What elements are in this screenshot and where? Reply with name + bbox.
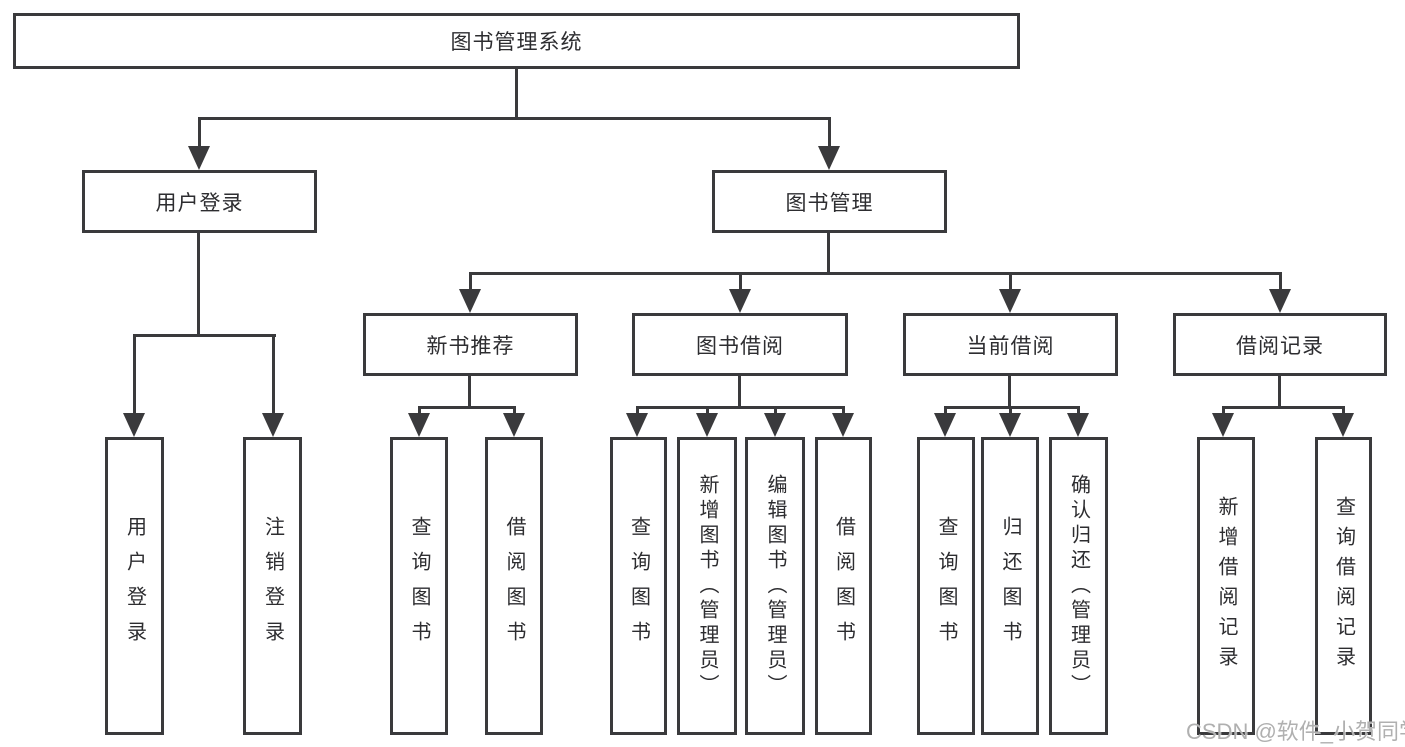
node-new-book-recommend: 新书推荐 [363, 313, 578, 376]
connector-user-login-split [133, 334, 276, 337]
node-library-system-label: 图书管理系统 [450, 31, 583, 54]
arrow-to-new-book-recommend [459, 272, 481, 313]
node-borrow-records-label: 借阅记录 [1236, 334, 1324, 358]
leaf-br-query-borrow-record-label: 查询借阅记录 [1332, 496, 1355, 676]
leaf-br-query-borrow-record: 查询借阅记录 [1315, 437, 1372, 735]
node-current-borrow-label: 当前借阅 [966, 334, 1055, 358]
node-current-borrow: 当前借阅 [903, 313, 1118, 376]
arrow-to-book-management [818, 117, 840, 170]
leaf-bb-add-books-admin-label: 新增图书（管理员） [696, 473, 718, 699]
leaf-bb-query-books: 查询图书 [610, 437, 667, 735]
arrow-to-borrow-records [1269, 272, 1291, 313]
node-borrow-records: 借阅记录 [1173, 313, 1387, 376]
leaf-nb-query-books-label: 查询图书 [408, 516, 430, 656]
connector-borrow-records-stem [1278, 376, 1281, 409]
leaf-cb-confirm-return-admin: 确认归还（管理员） [1049, 437, 1108, 735]
connector-root-stem [515, 69, 518, 120]
leaf-bb-add-books-admin: 新增图书（管理员） [677, 437, 737, 735]
leaf-bb-edit-books-admin: 编辑图书（管理员） [745, 437, 805, 735]
arrow-to-book-borrow [729, 272, 751, 313]
leaf-br-add-borrow-record: 新增借阅记录 [1197, 437, 1255, 735]
connector-book-management-split [469, 272, 1282, 275]
connector-book-borrow-stem [738, 376, 741, 409]
connector-current-borrow-split [944, 406, 1080, 409]
leaf-cb-return-books: 归还图书 [981, 437, 1039, 735]
leaf-cb-query-books: 查询图书 [917, 437, 975, 735]
csdn-watermark: CSDN @软件_小贺同学 [1186, 719, 1405, 744]
leaf-nb-borrow-books: 借阅图书 [485, 437, 543, 735]
node-book-management: 图书管理 [712, 170, 947, 233]
arrow-bb-borrow-books [832, 406, 854, 437]
arrow-bb-query-books [626, 406, 648, 437]
arrow-nb-borrow-books [503, 406, 525, 437]
leaf-bb-borrow-books: 借阅图书 [815, 437, 872, 735]
arrow-bb-add-books [696, 406, 718, 437]
leaf-logout: 注销登录 [243, 437, 302, 735]
leaf-bb-borrow-books-label: 借阅图书 [832, 516, 855, 656]
arrow-to-leaf-logout [262, 334, 284, 437]
arrow-nb-query-books [408, 406, 430, 437]
arrow-br-query-record [1332, 406, 1354, 437]
connector-new-book-stem [468, 376, 471, 409]
connector-borrow-records-split [1222, 406, 1345, 409]
arrow-bb-edit-books [764, 406, 786, 437]
leaf-cb-return-books-label: 归还图书 [999, 516, 1021, 656]
arrow-br-add-record [1212, 406, 1234, 437]
node-user-login-label: 用户登录 [155, 191, 244, 215]
connector-user-login-stem [197, 233, 200, 337]
node-new-book-recommend-label: 新书推荐 [426, 334, 515, 358]
arrow-cb-query-books [934, 406, 956, 437]
arrow-to-current-borrow [999, 272, 1021, 313]
leaf-bb-edit-books-admin-label: 编辑图书（管理员） [764, 473, 786, 699]
arrow-to-user-login [188, 117, 210, 170]
arrow-cb-confirm-return [1067, 406, 1089, 437]
leaf-bb-query-books-label: 查询图书 [627, 516, 650, 656]
arrow-cb-return-books [999, 406, 1021, 437]
leaf-user-login-label: 用户登录 [123, 516, 146, 656]
leaf-logout-label: 注销登录 [261, 516, 284, 656]
leaf-nb-borrow-books-label: 借阅图书 [503, 516, 525, 656]
connector-book-borrow-split [636, 406, 845, 409]
node-book-borrow: 图书借阅 [632, 313, 848, 376]
connector-current-borrow-stem [1008, 376, 1011, 409]
leaf-cb-confirm-return-admin-label: 确认归还（管理员） [1067, 473, 1090, 699]
leaf-br-add-borrow-record-label: 新增借阅记录 [1215, 496, 1237, 676]
node-user-login: 用户登录 [82, 170, 317, 233]
node-library-system: 图书管理系统 [13, 13, 1020, 69]
node-book-management-label: 图书管理 [785, 191, 874, 215]
connector-book-management-stem [827, 233, 830, 275]
node-book-borrow-label: 图书借阅 [696, 334, 784, 358]
connector-new-book-split [418, 406, 516, 409]
leaf-user-login: 用户登录 [105, 437, 164, 735]
leaf-cb-query-books-label: 查询图书 [935, 516, 957, 656]
arrow-to-leaf-user-login [123, 334, 145, 437]
connector-root-split [198, 117, 831, 120]
leaf-nb-query-books: 查询图书 [390, 437, 448, 735]
